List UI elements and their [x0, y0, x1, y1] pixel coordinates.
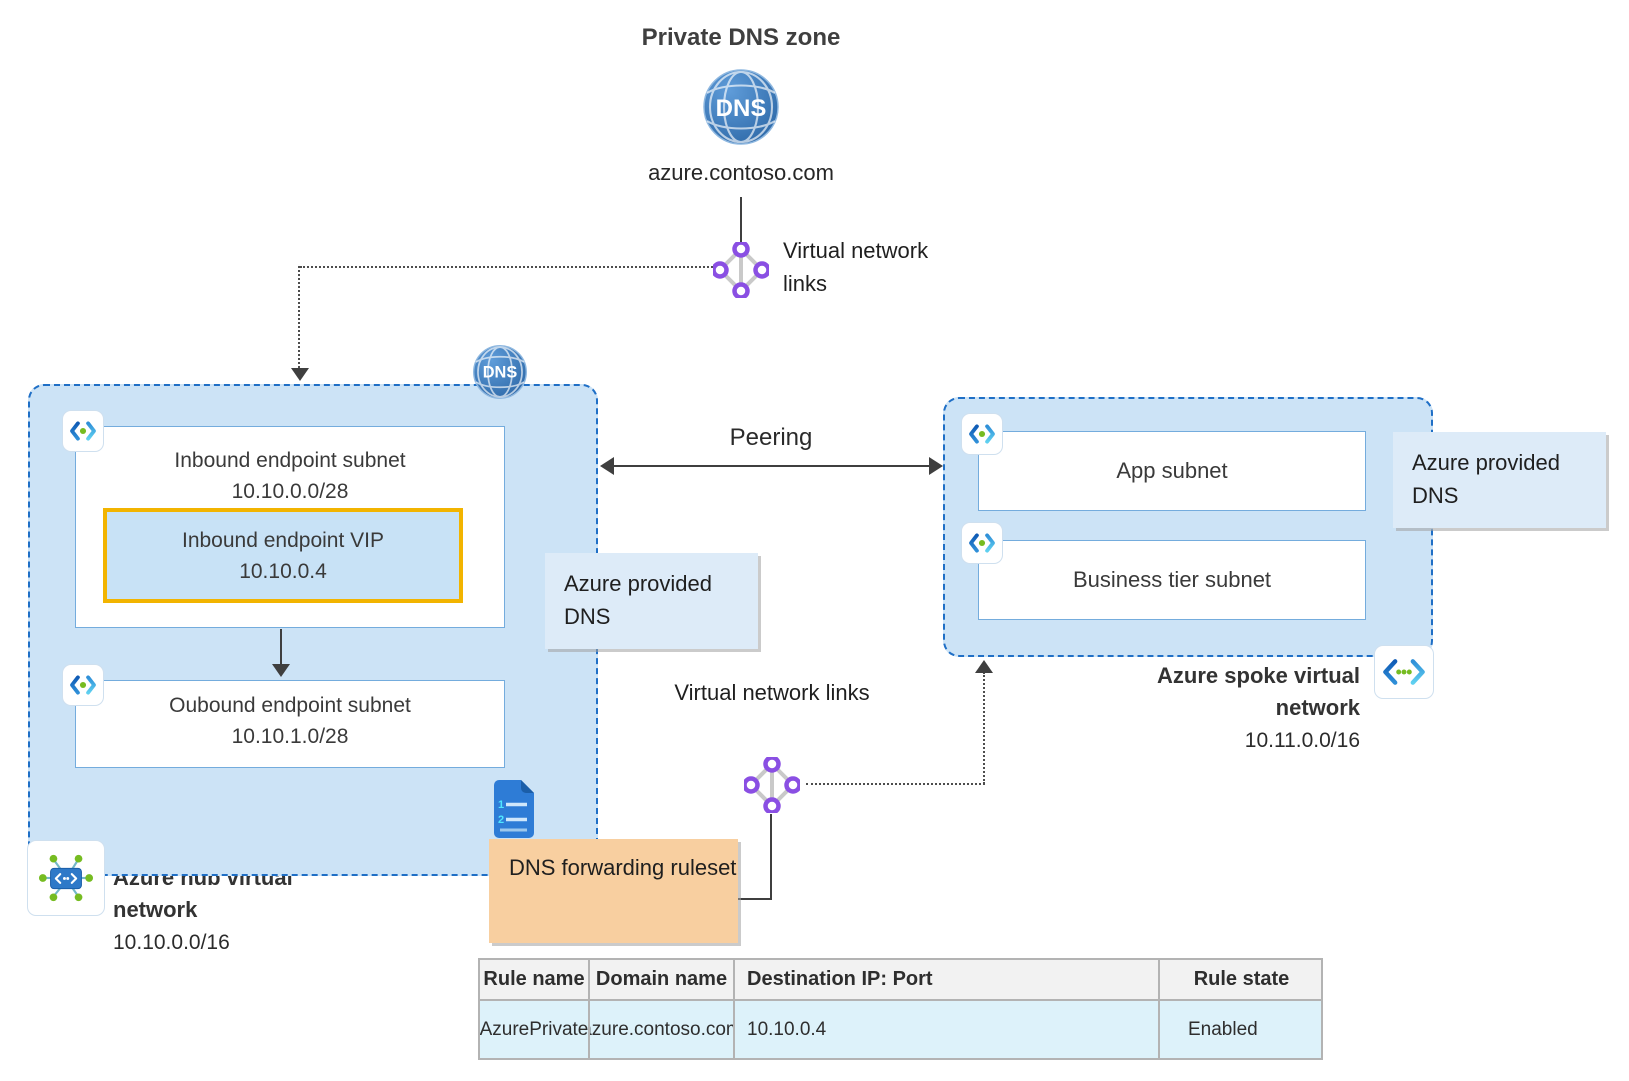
vnet-links-top-label: Virtual network links: [783, 238, 929, 296]
spoke-vnet-name: Azure spoke virtual network: [1157, 663, 1360, 720]
rule-state-cell: Enabled: [1188, 1018, 1258, 1040]
peering-line: [608, 465, 936, 467]
dns-ruleset-doc-icon: 1 2: [490, 778, 538, 840]
hub-dns-globe-icon: DNS: [473, 345, 527, 399]
rule-table-row: AzurePrivate azure.contoso.com 10.10.0.4…: [480, 1001, 1321, 1058]
rule-name-cell: AzurePrivate: [480, 1001, 590, 1058]
business-subnet-box: Business tier subnet: [978, 540, 1366, 620]
inbound-subnet-cidr: 10.10.0.0/28: [231, 480, 349, 503]
dns-globe-icon: DNS: [703, 69, 779, 145]
inbound-to-outbound-arrowhead: [272, 664, 290, 677]
inbound-to-outbound-line: [280, 629, 282, 665]
links-to-spoke-arrowhead: [975, 660, 993, 673]
hub-vnet-cidr: 10.10.0.0/16: [113, 931, 230, 954]
links-to-spoke-line-v: [983, 672, 985, 784]
links-to-ruleset-line-v: [770, 814, 772, 900]
dns-ruleset-label-box: DNS forwarding ruleset: [489, 839, 738, 943]
outbound-subnet-cidr: 10.10.1.0/28: [231, 725, 349, 748]
private-dns-zone-title: Private DNS zone: [641, 24, 841, 51]
app-subnet-label: App subnet: [1116, 458, 1228, 483]
rule-table-header-rule-name: Rule name: [480, 960, 590, 1001]
hub-vnet-icon: [27, 840, 105, 916]
outbound-subnet-box: Oubound endpoint subnet 10.10.1.0/28: [75, 680, 505, 768]
dns-rule-table: Rule name Domain name Destination IP: Po…: [478, 958, 1323, 1060]
azure-provided-dns-note-hub: Azure provided DNS: [545, 553, 758, 649]
dns-zone-to-links-line: [740, 197, 742, 242]
links-to-ruleset-line-h: [738, 898, 772, 900]
rule-table-header-rule-state: Rule state: [1160, 960, 1323, 1001]
links-to-hub-line-h: [300, 266, 713, 268]
subnet-icon: [961, 522, 1003, 564]
azure-provided-dns-note-spoke: Azure provided DNS: [1393, 432, 1606, 528]
business-subnet-label: Business tier subnet: [1072, 567, 1272, 592]
svg-text:1: 1: [498, 799, 504, 811]
domain-name-cell: azure.contoso.com: [590, 1001, 735, 1058]
subnet-icon: [961, 413, 1003, 455]
rule-table-header-dest-ip: Destination IP: Port: [735, 960, 1160, 1001]
links-to-hub-arrowhead: [291, 368, 309, 381]
vnet-links-top-icon: [713, 242, 769, 298]
vnet-links-bottom-icon: [744, 757, 800, 813]
outbound-subnet-title: Oubound endpoint subnet: [169, 694, 411, 717]
subnet-icon: [62, 410, 104, 452]
inbound-subnet-title: Inbound endpoint subnet: [174, 449, 406, 472]
inbound-vip-ip: 10.10.0.4: [239, 560, 327, 583]
links-to-hub-line-v: [298, 266, 300, 368]
dns-globe-label: DNS: [716, 95, 767, 122]
dest-ip-cell: 10.10.0.4: [735, 1001, 1160, 1058]
subnet-icon: [62, 664, 104, 706]
peering-arrowhead-right: [929, 457, 943, 475]
peering-arrowhead-left: [600, 457, 614, 475]
hub-dns-globe-label: DNS: [483, 364, 518, 382]
inbound-vip-box: Inbound endpoint VIP 10.10.0.4: [103, 508, 463, 603]
rule-table-header-row: Rule name Domain name Destination IP: Po…: [480, 960, 1323, 1001]
inbound-vip-title: Inbound endpoint VIP: [181, 529, 384, 552]
spoke-vnet-cidr: 10.11.0.0/16: [1244, 729, 1360, 752]
private-dns-zone-domain: azure.contoso.com: [648, 160, 834, 185]
app-subnet-box: App subnet: [978, 431, 1366, 511]
spoke-vnet-icon: [1374, 645, 1434, 699]
peering-label: Peering: [729, 424, 813, 451]
svg-text:2: 2: [498, 814, 504, 826]
links-to-spoke-line-h: [806, 783, 985, 785]
rule-table-header-domain: Domain name: [590, 960, 735, 1001]
vnet-links-bottom-label: Virtual network links: [674, 680, 870, 705]
